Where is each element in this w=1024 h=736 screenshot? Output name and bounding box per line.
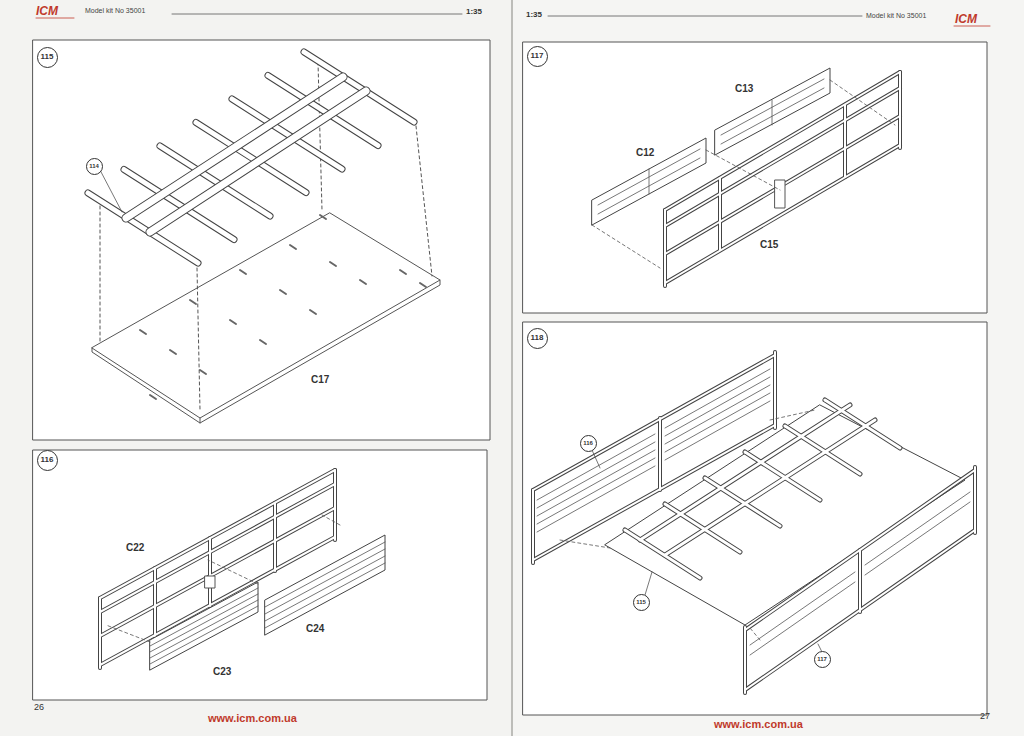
part-label: C24: [306, 623, 324, 634]
callout-text: 116: [583, 440, 593, 446]
callout-number: 116: [580, 435, 597, 452]
callout-text: 117: [817, 656, 827, 662]
brand-logo: ICM: [955, 13, 977, 26]
part-label: C12: [636, 147, 654, 158]
page-number: 27: [980, 712, 990, 722]
scale-mark: 1:35: [526, 11, 542, 20]
part-label: C22: [126, 542, 144, 553]
callout-number: 115: [633, 594, 650, 611]
callout-text: 117: [531, 52, 544, 60]
callout-text: 118: [531, 334, 544, 342]
web-address: www.icm.com.ua: [714, 718, 803, 730]
callout-text: 116: [41, 456, 54, 464]
part-label: C13: [735, 83, 753, 94]
scale-mark: 1:35: [466, 8, 482, 17]
callout-text: 115: [636, 599, 646, 605]
web-address: www.icm.com.ua: [208, 712, 297, 724]
brand-logo: ICM: [36, 5, 58, 18]
step-number: 116: [37, 450, 58, 471]
step-number: 115: [37, 47, 58, 68]
part-label: C23: [213, 666, 231, 677]
page-number: 26: [34, 703, 44, 713]
callout-number: 114: [86, 158, 103, 175]
callout-number: 117: [814, 651, 831, 668]
step-number: 118: [527, 328, 548, 349]
callout-text: 114: [89, 163, 99, 169]
part-label: C17: [311, 374, 329, 385]
part-label: C15: [760, 239, 778, 250]
step-number: 117: [527, 46, 548, 67]
kit-number: Model kit No 35001: [85, 7, 145, 15]
kit-number: Model kit No 35001: [866, 12, 926, 20]
callout-text: 115: [41, 53, 54, 61]
